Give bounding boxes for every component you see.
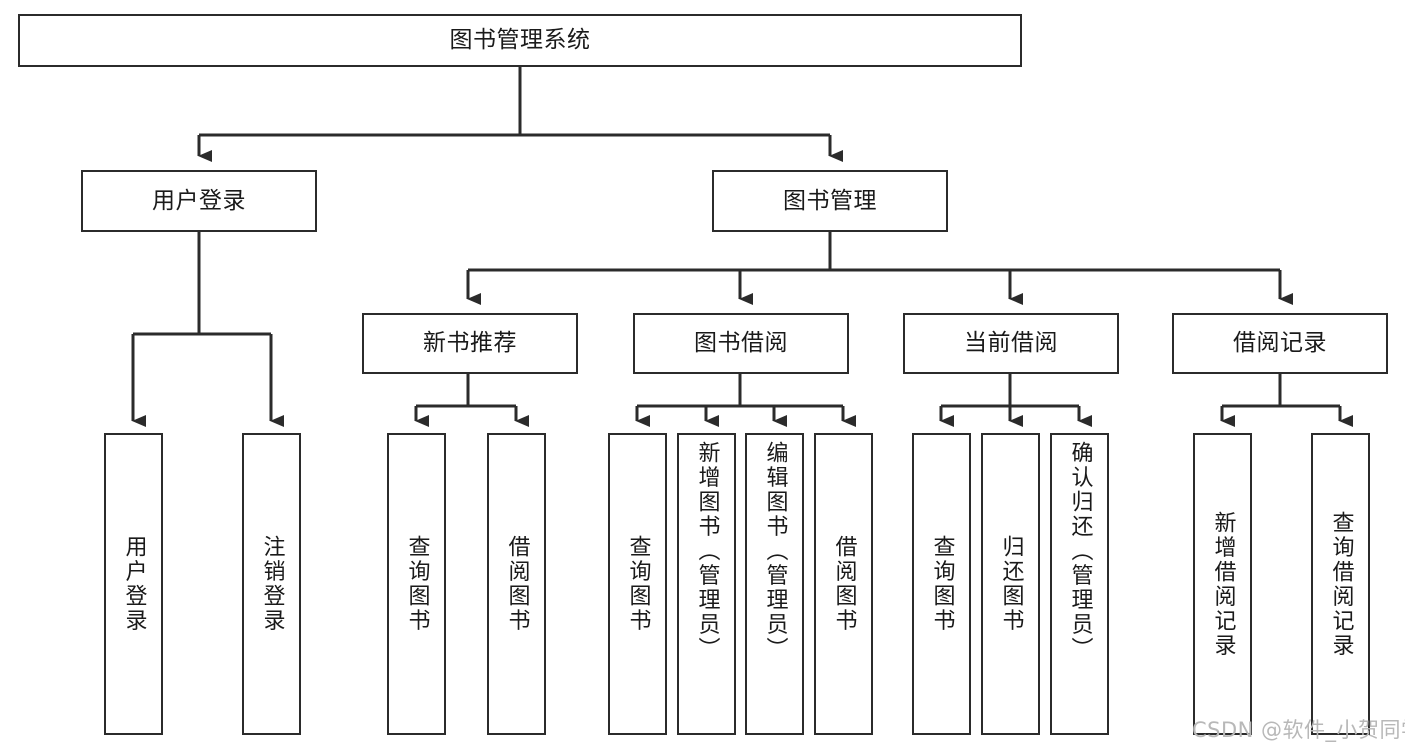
- node-borrow-record-label: 借阅记录: [1233, 330, 1327, 357]
- node-leaf-user-login[interactable]: 用户登录: [104, 433, 163, 735]
- node-leaf-user-login-label: 用户登录: [121, 535, 147, 633]
- node-leaf-query-record-label: 查询借阅记录: [1328, 510, 1354, 658]
- node-leaf-edit-book[interactable]: 编辑图书（管理员）: [745, 433, 804, 735]
- node-root[interactable]: 图书管理系统: [18, 14, 1022, 67]
- node-leaf-return-book-label: 归还图书: [998, 535, 1024, 633]
- node-leaf-user-logout[interactable]: 注销登录: [242, 433, 301, 735]
- node-current-borrow[interactable]: 当前借阅: [903, 313, 1119, 374]
- node-book-manage[interactable]: 图书管理: [712, 170, 948, 232]
- node-leaf-query-book-1-label: 查询图书: [404, 535, 430, 633]
- node-current-borrow-label: 当前借阅: [964, 330, 1058, 357]
- node-root-label: 图书管理系统: [449, 27, 591, 54]
- node-leaf-borrow-book-2[interactable]: 借阅图书: [814, 433, 873, 735]
- node-leaf-add-record-label: 新增借阅记录: [1210, 510, 1236, 658]
- node-leaf-add-record[interactable]: 新增借阅记录: [1193, 433, 1252, 735]
- node-book-borrow-label: 图书借阅: [694, 330, 788, 357]
- node-leaf-query-book-2-label: 查询图书: [625, 535, 651, 633]
- node-leaf-borrow-book-2-label: 借阅图书: [831, 535, 857, 633]
- node-book-manage-label: 图书管理: [783, 187, 877, 214]
- node-user-login-label: 用户登录: [152, 187, 246, 214]
- node-leaf-add-book-label: 新增图书（管理员）: [694, 441, 720, 662]
- watermark: CSDN @软件_小贺同学: [1192, 718, 1405, 742]
- node-leaf-confirm-return[interactable]: 确认归还（管理员）: [1050, 433, 1109, 735]
- node-leaf-borrow-book-1[interactable]: 借阅图书: [487, 433, 546, 735]
- node-new-book-recommend-label: 新书推荐: [423, 330, 517, 357]
- node-leaf-query-book-1[interactable]: 查询图书: [387, 433, 446, 735]
- node-leaf-query-book-3[interactable]: 查询图书: [912, 433, 971, 735]
- node-leaf-edit-book-label: 编辑图书（管理员）: [762, 441, 788, 662]
- node-leaf-confirm-return-label: 确认归还（管理员）: [1067, 441, 1093, 662]
- node-leaf-query-record[interactable]: 查询借阅记录: [1311, 433, 1370, 735]
- node-book-borrow[interactable]: 图书借阅: [633, 313, 849, 374]
- node-leaf-add-book[interactable]: 新增图书（管理员）: [677, 433, 736, 735]
- node-leaf-query-book-3-label: 查询图书: [929, 535, 955, 633]
- node-user-login[interactable]: 用户登录: [81, 170, 317, 232]
- node-leaf-user-logout-label: 注销登录: [259, 535, 285, 633]
- node-leaf-borrow-book-1-label: 借阅图书: [504, 535, 530, 633]
- node-new-book-recommend[interactable]: 新书推荐: [362, 313, 578, 374]
- node-leaf-query-book-2[interactable]: 查询图书: [608, 433, 667, 735]
- node-borrow-record[interactable]: 借阅记录: [1172, 313, 1388, 374]
- node-leaf-return-book[interactable]: 归还图书: [981, 433, 1040, 735]
